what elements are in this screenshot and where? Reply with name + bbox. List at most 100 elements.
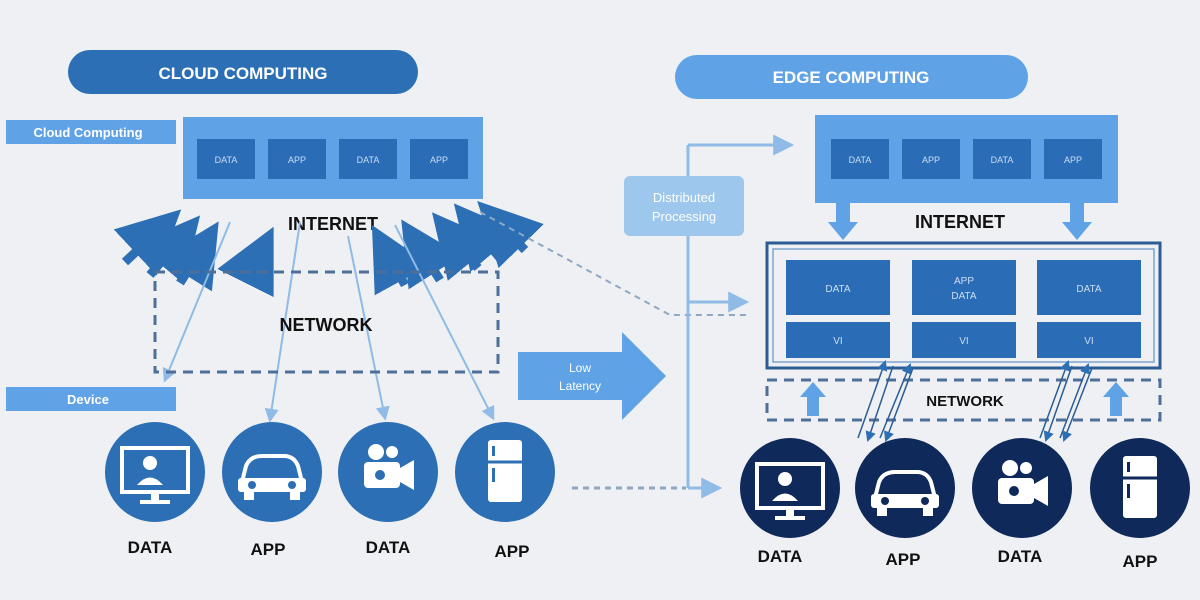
middle-section: Distributed Processing Low Latency [479, 134, 795, 499]
cloud-devices: DATA APP DATA APP [105, 422, 555, 561]
edge-box-item-label: APP [922, 155, 940, 165]
edge-box-item-label: APP [1064, 155, 1082, 165]
cloud-box-item-label: DATA [357, 155, 380, 165]
edge-device [855, 438, 955, 538]
cloud-box-item [197, 139, 255, 179]
edge-nodes-frame [765, 241, 1162, 370]
edge-device-label: DATA [758, 547, 803, 566]
edge-server-down-arrows [828, 203, 1092, 240]
monitor-icon [120, 446, 190, 504]
edge-box-item [902, 139, 960, 179]
edge-network-label: NETWORK [926, 393, 1004, 410]
edge-node-top [1037, 260, 1141, 315]
edge-node-top-label: DATA [825, 284, 851, 295]
edge-device-label: APP [1123, 552, 1158, 571]
cloud-device-label: DATA [366, 538, 411, 557]
edge-title-pill [675, 55, 1028, 99]
edge-devices: DATA APP DATA APP [740, 438, 1190, 571]
download-arrow [264, 221, 301, 423]
device-circle [222, 422, 322, 522]
edge-nodes: DATA VI APP DATA VI DATA VI [786, 260, 1141, 358]
fridge-icon [1123, 456, 1157, 518]
cloud-box-item [268, 139, 326, 179]
edge-box-item-label: DATA [849, 155, 872, 165]
cloud-device [105, 422, 205, 522]
edge-nodes-inner-frame [772, 248, 1155, 363]
edge-link-arrow [857, 360, 888, 439]
edge-device-links [857, 360, 1093, 442]
device-circle [855, 438, 955, 538]
cloud-box-item [410, 139, 468, 179]
car-icon [871, 470, 939, 516]
download-arrow [162, 221, 231, 383]
download-arrow [347, 235, 390, 421]
edge-device-label: DATA [998, 547, 1043, 566]
edge-node-bottom-label: VI [1084, 336, 1093, 347]
cloud-computing-tag [6, 120, 176, 144]
camera-icon [364, 444, 414, 490]
upload-arrow [371, 224, 430, 296]
edge-up-arrows [800, 382, 1129, 416]
distributed-processing-label-1: Distributed [653, 190, 715, 205]
cloud-internet-label: INTERNET [288, 214, 378, 234]
edge-link-arrow [879, 363, 912, 439]
edge-internet-label: INTERNET [915, 212, 1005, 232]
cloud-device [455, 422, 555, 522]
edge-section: EDGE COMPUTING DATA APP DATA APP INTERNE… [675, 55, 1190, 571]
monitor-icon [755, 462, 825, 520]
up-arrow [1103, 382, 1129, 416]
edge-box-item [1044, 139, 1102, 179]
upload-arrow [158, 221, 219, 292]
upload-arrow [477, 200, 544, 269]
edge-node-top [786, 260, 890, 315]
car-icon [238, 454, 306, 500]
cloud-network-box [153, 270, 500, 374]
cloud-device-label: APP [251, 540, 286, 559]
edge-title: EDGE COMPUTING [773, 68, 930, 87]
edge-link-arrow [1043, 365, 1073, 442]
camera-icon [998, 460, 1048, 506]
cloud-computing-tag-label: Cloud Computing [33, 125, 142, 140]
cloud-server-items: DATA APP DATA APP [197, 139, 468, 179]
edge-device [1090, 438, 1190, 538]
edge-device [740, 438, 840, 538]
edge-link-arrow [865, 365, 894, 442]
edge-node-top-label: DATA [1076, 284, 1102, 295]
edge-node-bottom [1037, 322, 1141, 358]
fridge-icon [488, 440, 522, 502]
cloud-title-pill [68, 50, 418, 94]
edge-device-label: APP [886, 550, 921, 569]
edge-server-items: DATA APP DATA APP [831, 139, 1102, 179]
download-arrow [394, 224, 495, 421]
edge-box-item [973, 139, 1031, 179]
edge-node-top-label: APP [954, 276, 974, 287]
device-tag-label: Device [67, 392, 109, 407]
upload-arrow [217, 226, 274, 298]
edge-link-arrow [884, 367, 914, 442]
down-arrow [1062, 203, 1092, 240]
edge-node-bottom-label: VI [959, 336, 968, 347]
distributed-processing-box [624, 176, 744, 236]
cloud-device [222, 422, 322, 522]
cloud-download-arrows [162, 221, 495, 423]
cloud-box-item-label: DATA [215, 155, 238, 165]
low-latency-label-1: Low [569, 361, 591, 375]
cloud-device-label: APP [495, 542, 530, 561]
distributed-processing-label-2: Processing [652, 209, 716, 224]
edge-device [972, 438, 1072, 538]
edge-network-box [765, 378, 1162, 422]
edge-node-top [912, 260, 1016, 315]
edge-node-bottom [786, 322, 890, 358]
down-arrow [828, 203, 858, 240]
cloud-network-label: NETWORK [280, 315, 373, 335]
edge-link-arrow [1059, 363, 1090, 439]
cloud-box-item-label: APP [288, 155, 306, 165]
edge-link-arrow [1062, 367, 1093, 442]
edge-node-top-label: DATA [951, 291, 977, 302]
edge-box-item [831, 139, 889, 179]
cloud-device-label: DATA [128, 538, 173, 557]
edge-box-item-label: DATA [991, 155, 1014, 165]
cloud-box-item-label: APP [430, 155, 448, 165]
up-arrow [800, 382, 826, 416]
edge-node-bottom-label: VI [833, 336, 842, 347]
